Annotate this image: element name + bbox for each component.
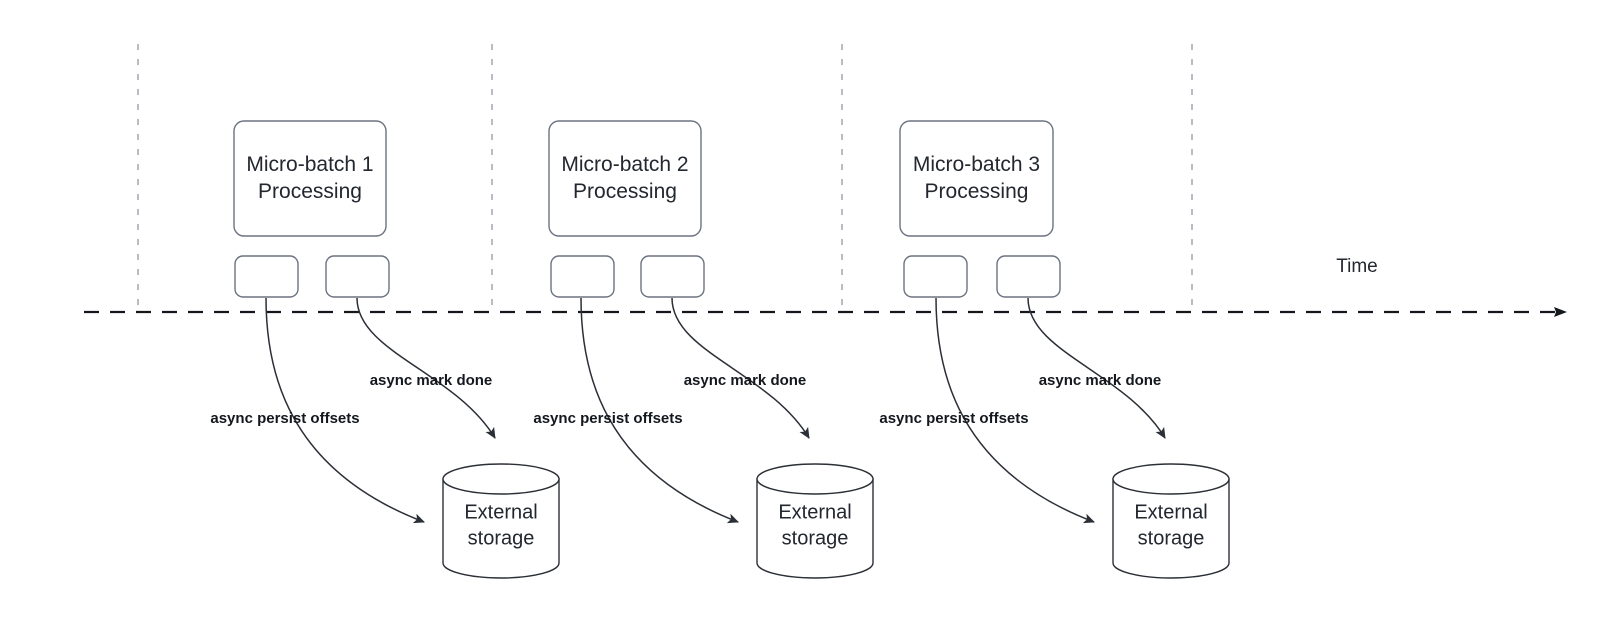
mark-done-label-1: async mark done xyxy=(370,372,493,389)
group-1-batch-label-line1: Micro-batch 1 xyxy=(246,153,373,176)
group-1-storage-label-line2: storage xyxy=(468,527,535,549)
group-3-storage-label-line1: External xyxy=(1134,501,1207,523)
persist-offsets-label-3: async persist offsets xyxy=(879,410,1028,427)
time-axis-label: Time xyxy=(1336,256,1378,277)
group-2-batch-box[interactable] xyxy=(548,120,702,237)
persist-offsets-label-1: async persist offsets xyxy=(210,410,359,427)
mark-done-edge-1 xyxy=(356,297,496,439)
timeline-axis-layer: Time xyxy=(84,256,1567,317)
group-2-storage-label-line1: External xyxy=(778,501,851,523)
group-2-storage-label-line2: storage xyxy=(782,527,849,549)
task-box-3b[interactable] xyxy=(996,255,1061,298)
persist-offsets-edge-3 xyxy=(935,297,1095,524)
group-3-batch-label-line1: Micro-batch 3 xyxy=(913,153,1040,176)
mark-done-edge-2 xyxy=(671,297,810,439)
group-2-storage-body[interactable] xyxy=(756,478,874,579)
group-1-storage-label-line1: External xyxy=(464,501,537,523)
task-box-3a[interactable] xyxy=(903,255,968,298)
persist-offsets-edge-1 xyxy=(265,297,425,524)
group-3-batch-box[interactable] xyxy=(899,120,1054,237)
task-box-1a[interactable] xyxy=(234,255,299,298)
group-1-batch-label-line2: Processing xyxy=(258,180,362,203)
mark-done-label-3: async mark done xyxy=(1039,372,1162,389)
task-box-1b[interactable] xyxy=(325,255,390,298)
group-3-storage-label-line2: storage xyxy=(1138,527,1205,549)
group-3-storage-top xyxy=(1112,463,1230,495)
group-2-batch-label-line2: Processing xyxy=(573,180,677,203)
persist-offsets-label-2: async persist offsets xyxy=(533,410,682,427)
group-1-storage-top xyxy=(442,463,560,495)
group-3-batch-label-line2: Processing xyxy=(925,180,1029,203)
persist-offsets-edge-2 xyxy=(580,297,739,524)
group-2-batch-label-line1: Micro-batch 2 xyxy=(561,153,688,176)
mark-done-label-2: async mark done xyxy=(684,372,807,389)
task-box-2b[interactable] xyxy=(640,255,705,298)
group-3-storage-body[interactable] xyxy=(1112,478,1230,579)
group-1-batch-box[interactable] xyxy=(233,120,387,237)
group-2-storage-top xyxy=(756,463,874,495)
group-1-storage-body[interactable] xyxy=(442,478,560,579)
task-box-2a[interactable] xyxy=(550,255,615,298)
mark-done-edge-3 xyxy=(1027,297,1166,439)
